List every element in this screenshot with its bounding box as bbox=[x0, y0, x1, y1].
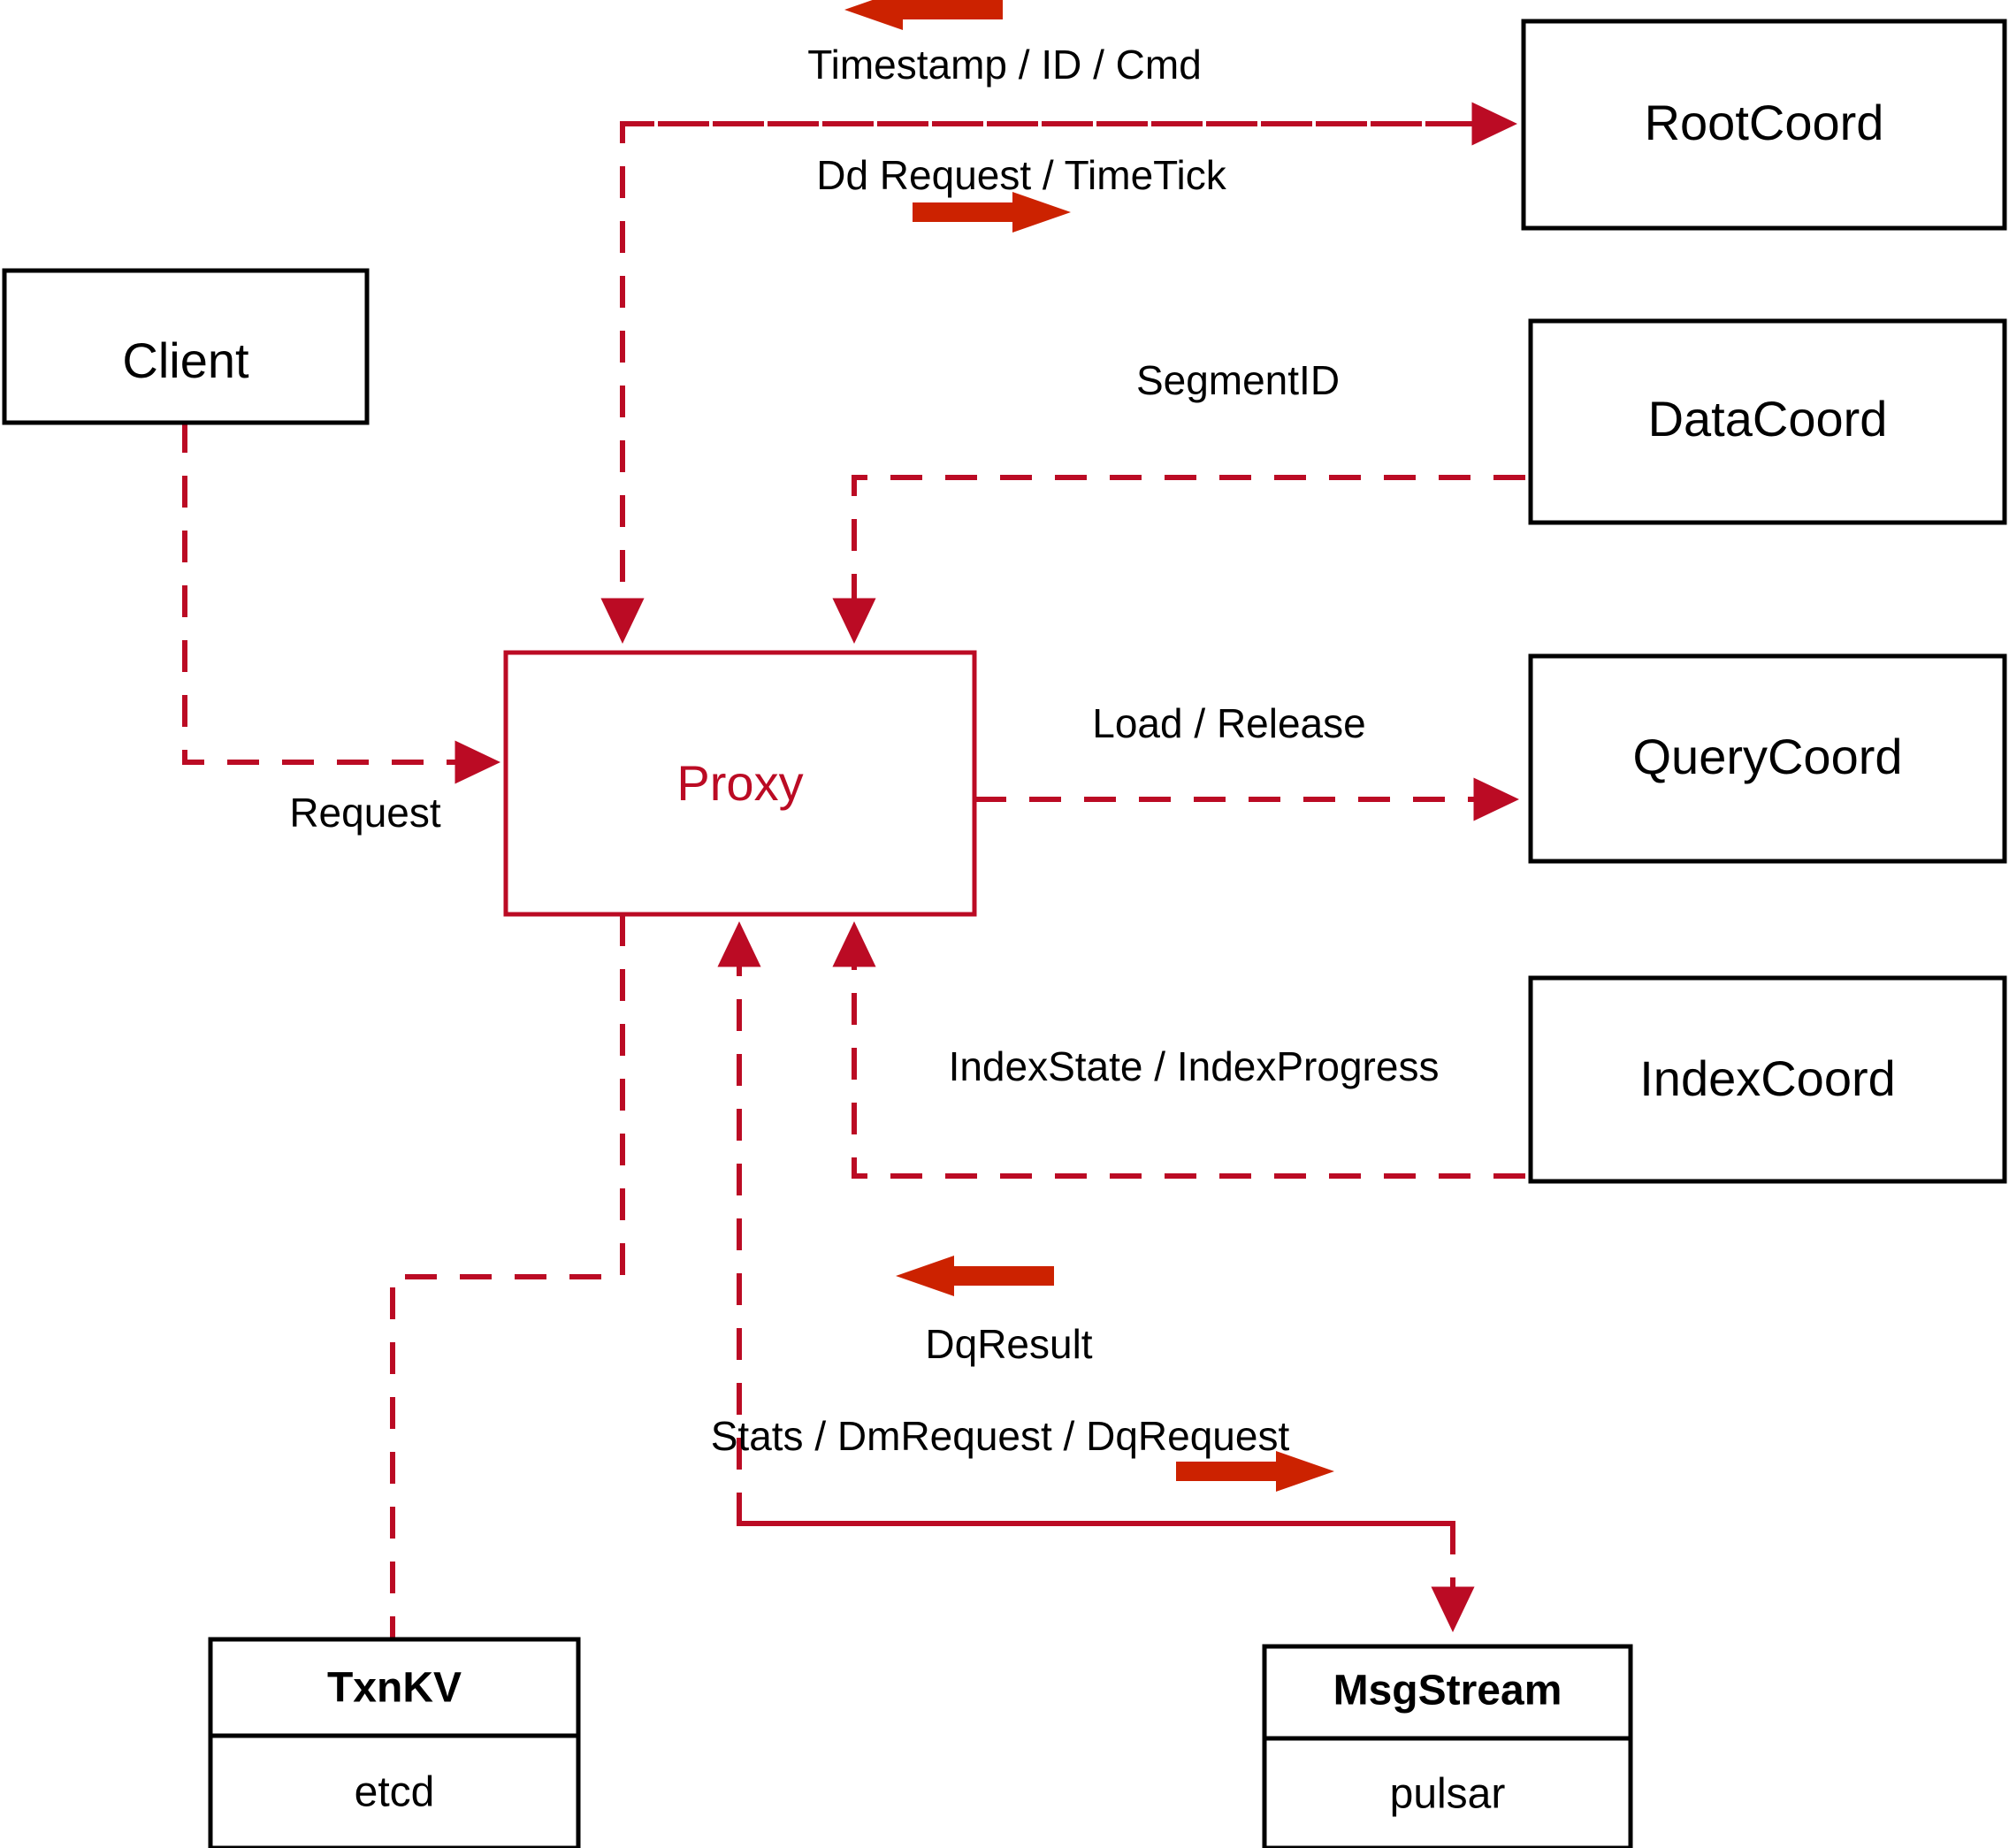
node-txnkv-impl: etcd bbox=[355, 1769, 435, 1816]
node-proxy[interactable]: Proxy bbox=[503, 650, 977, 917]
edge-label-dq-result: DqResult bbox=[925, 1321, 1092, 1367]
arrow-left-icon-dqresult bbox=[896, 1256, 1054, 1296]
arrow-right-icon-stats bbox=[1176, 1451, 1334, 1492]
node-client[interactable]: Client bbox=[2, 268, 370, 425]
node-txnkv-title: TxnKV bbox=[327, 1665, 462, 1712]
node-indexcoord-label: IndexCoord bbox=[1639, 1050, 1896, 1106]
node-msgstream-impl: pulsar bbox=[1390, 1771, 1506, 1818]
node-indexcoord[interactable]: IndexCoord bbox=[1528, 975, 2007, 1184]
edge-proxy-to-txnkv bbox=[390, 914, 625, 1639]
node-msgstream-title: MsgStream bbox=[1333, 1668, 1562, 1714]
edge-label-segment-id: SegmentID bbox=[1136, 357, 1340, 403]
edge-label-request: Request bbox=[289, 790, 441, 836]
edge-rootcoord-to-proxy bbox=[600, 121, 1512, 645]
edge-label-index-state-progress: IndexState / IndexProgress bbox=[949, 1043, 1440, 1089]
node-txnkv[interactable]: TxnKV etcd bbox=[208, 1637, 581, 1848]
node-client-label: Client bbox=[122, 332, 249, 388]
edge-label-stats-dm-dq: Stats / DmRequest / DqRequest bbox=[711, 1413, 1290, 1459]
edge-indexcoord-to-proxy bbox=[832, 920, 1525, 1179]
node-datacoord[interactable]: DataCoord bbox=[1528, 318, 2007, 525]
edge-client-to-proxy bbox=[182, 421, 501, 784]
node-datacoord-label: DataCoord bbox=[1648, 391, 1888, 447]
node-msgstream[interactable]: MsgStream pulsar bbox=[1262, 1644, 1633, 1848]
node-querycoord[interactable]: QueryCoord bbox=[1528, 653, 2007, 864]
edge-label-load-release: Load / Release bbox=[1092, 700, 1365, 746]
node-proxy-label: Proxy bbox=[676, 755, 803, 811]
edge-datacoord-to-proxy bbox=[832, 475, 1525, 645]
edge-label-timestamp-id-cmd: Timestamp / ID / Cmd bbox=[807, 42, 1202, 88]
arrow-right-icon-ddrequest bbox=[913, 192, 1071, 233]
edge-label-dd-request-timetick: Dd Request / TimeTick bbox=[816, 152, 1227, 198]
arrow-left-icon-timestamp bbox=[844, 0, 1003, 30]
node-querycoord-label: QueryCoord bbox=[1632, 729, 1902, 784]
node-rootcoord[interactable]: RootCoord bbox=[1521, 19, 2007, 231]
edge-proxy-to-msgstream bbox=[739, 1521, 1475, 1633]
node-rootcoord-label: RootCoord bbox=[1645, 95, 1884, 150]
